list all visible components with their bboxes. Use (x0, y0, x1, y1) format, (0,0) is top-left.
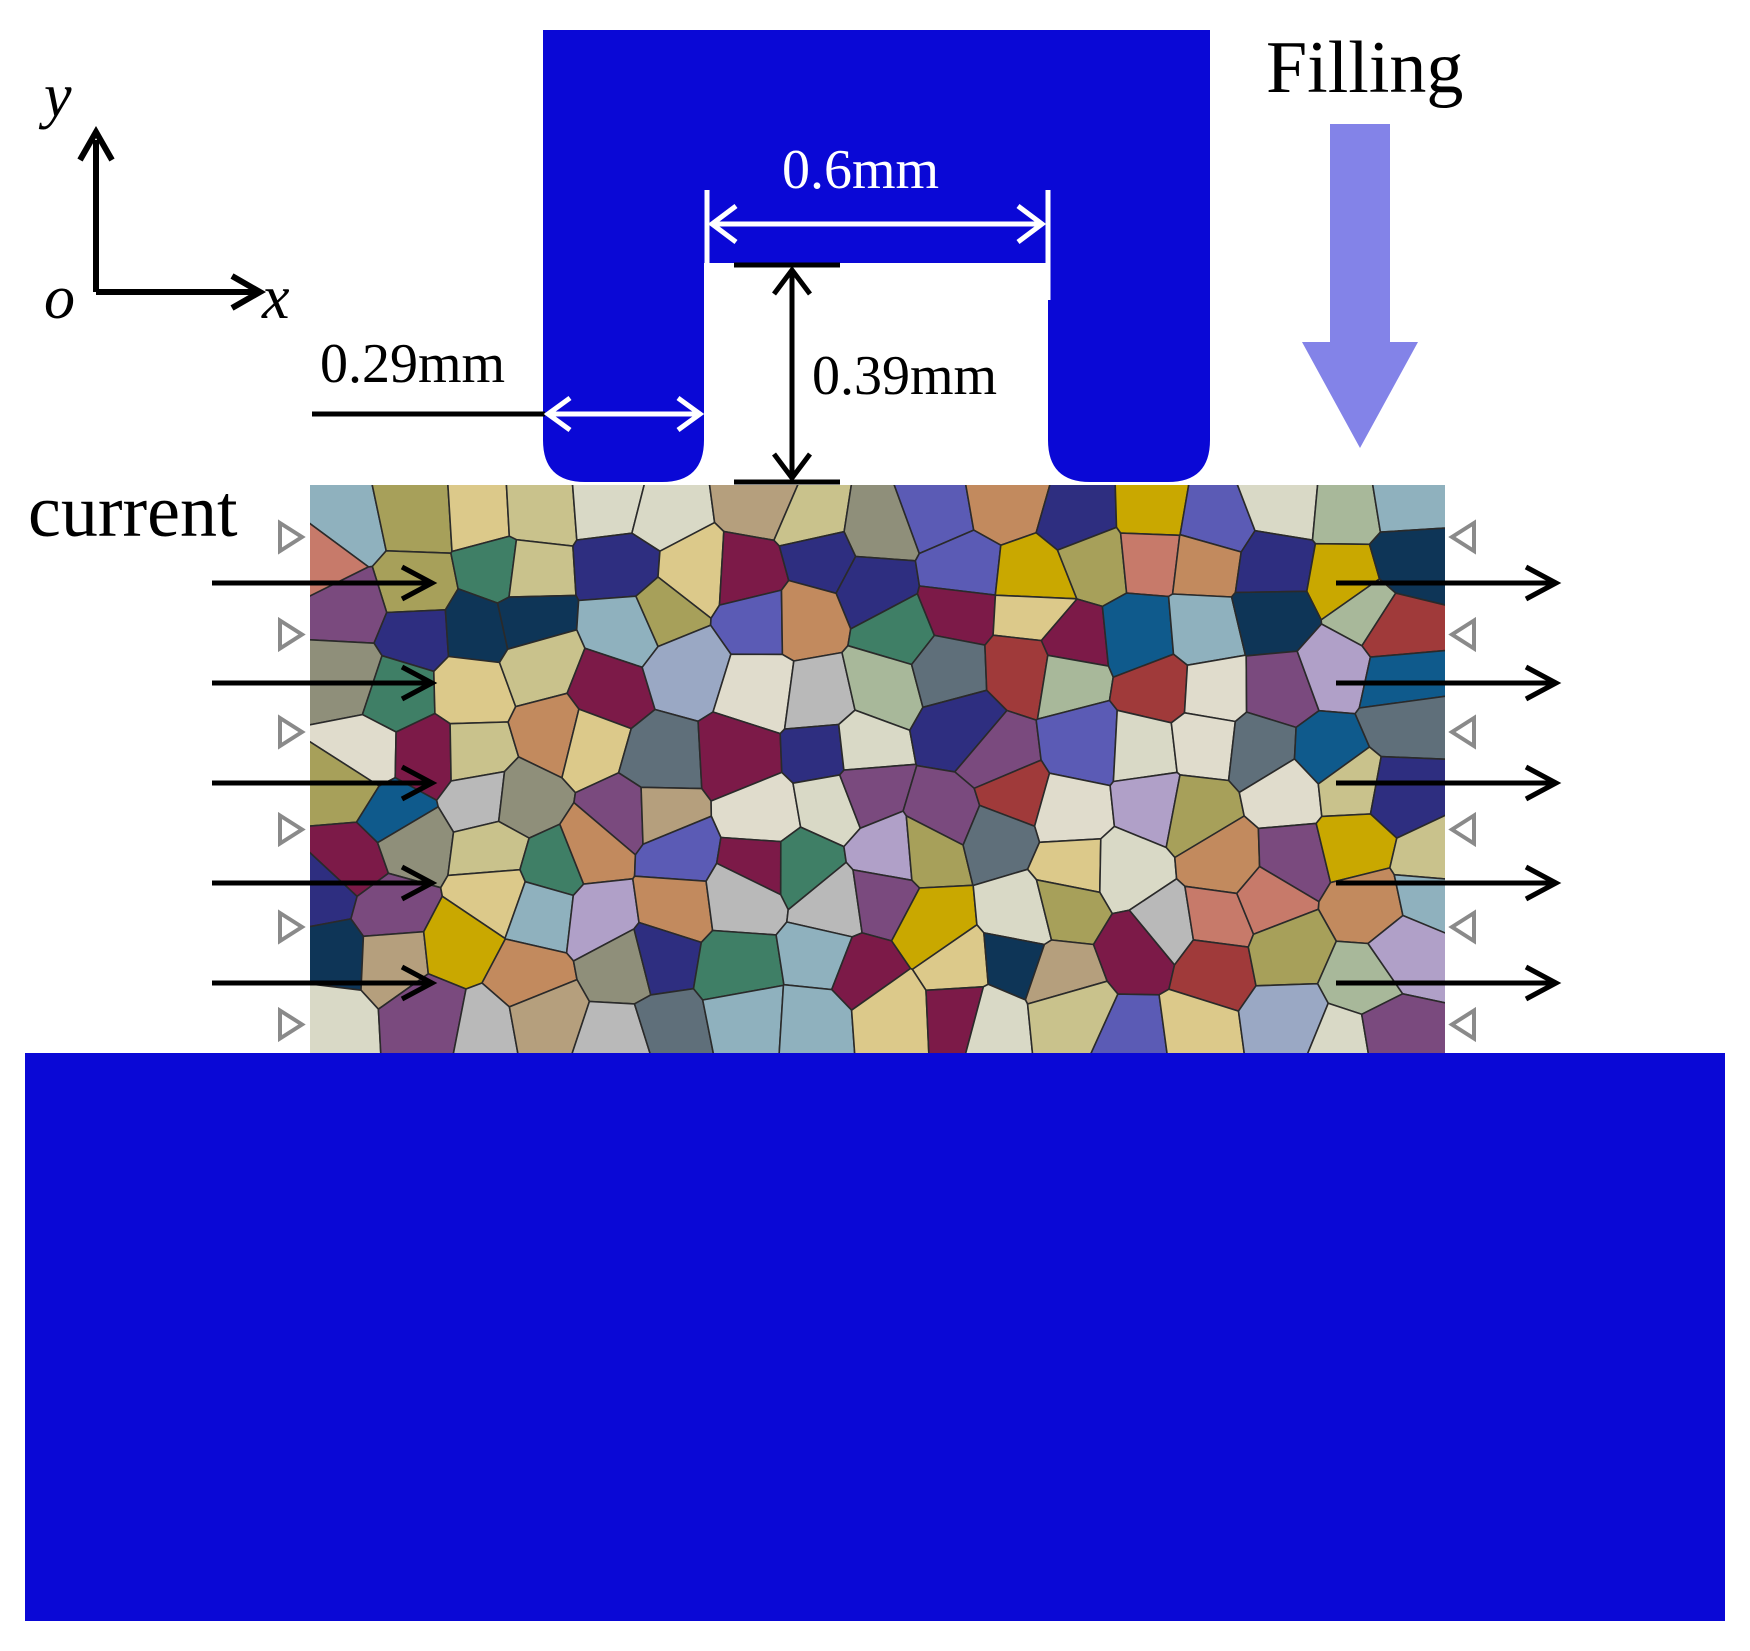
constraint-marker-right (1448, 519, 1476, 555)
grain (447, 485, 511, 553)
lower-electrode (25, 1053, 1725, 1621)
tooth-width-arrowhead-right (676, 395, 705, 433)
upper-electrode (543, 30, 1210, 482)
grain (1033, 772, 1116, 844)
current-arrow-in-head (400, 764, 438, 802)
current-arrow-out-head (1524, 964, 1562, 1002)
coordinate-axes (77, 125, 267, 311)
gap-depth-dimension (734, 262, 840, 485)
constraint-marker-left (278, 616, 306, 653)
constraint-marker-right (1448, 811, 1476, 848)
current-arrow-out-head (1524, 564, 1562, 602)
current-arrow-out-head (1524, 864, 1562, 902)
constraint-markers (278, 519, 1476, 1043)
current-arrow-in-head (400, 564, 438, 602)
current-label: current (28, 471, 238, 553)
tooth-width-arrowhead-left (543, 395, 572, 433)
filling-arrow (1302, 124, 1418, 448)
grain (779, 723, 845, 785)
tooth-width-label: 0.29mm (320, 333, 505, 395)
constraint-marker-left (278, 909, 306, 945)
current-arrow-in-head (400, 864, 438, 902)
gap-depth-arrowhead-bottom (772, 452, 812, 483)
gap-width-arrowhead-left (707, 204, 738, 244)
origin-label: o (44, 264, 75, 332)
constraint-marker-left (278, 714, 306, 750)
constraint-marker-left (278, 1006, 306, 1043)
constraint-marker-right (1448, 909, 1476, 945)
grain (310, 918, 365, 992)
constraint-marker-right (1448, 616, 1476, 653)
current-arrow-in-head (400, 664, 438, 702)
current-arrow-in (212, 864, 438, 902)
constraint-marker-right (1448, 1006, 1476, 1043)
current-arrow-out (1336, 664, 1562, 702)
filling-label: Filling (1266, 27, 1463, 109)
grain (1119, 532, 1181, 598)
constraint-marker-right (1448, 714, 1476, 750)
constraint-marker-left (278, 519, 306, 555)
current-arrow-out (1336, 564, 1562, 602)
current-arrow-in (212, 664, 438, 702)
grain (1311, 485, 1382, 546)
grain (310, 522, 371, 597)
current-arrow-out-head (1524, 664, 1562, 702)
grain-microstructure (310, 485, 1445, 1053)
grain (508, 538, 577, 598)
current-arrow-in (212, 964, 438, 1002)
current-arrows (212, 564, 1562, 1002)
y-axis-label: y (38, 62, 72, 130)
gap-width-label: 0.6mm (782, 139, 939, 201)
x-axis-arrowhead (230, 273, 267, 311)
current-arrow-in (212, 564, 438, 602)
x-axis-label: x (261, 264, 290, 332)
tooth-width-dimension (312, 395, 705, 433)
current-arrow-in (212, 764, 438, 802)
grain (1371, 485, 1445, 533)
gap-width-arrowhead-right (1016, 204, 1047, 244)
current-arrow-out (1336, 864, 1562, 902)
current-arrow-out-head (1524, 764, 1562, 802)
current-arrow-in-head (400, 964, 438, 1002)
grain (1170, 711, 1237, 782)
y-axis-arrowhead (77, 125, 115, 162)
constraint-marker-left (278, 811, 306, 848)
grain (1183, 654, 1248, 723)
current-arrow-out (1336, 764, 1562, 802)
gap-depth-arrowhead-top (772, 265, 812, 296)
gap-depth-label: 0.39mm (812, 345, 997, 407)
current-arrow-out (1336, 964, 1562, 1002)
gap-width-dimension (704, 190, 1051, 300)
grain (1360, 992, 1445, 1053)
